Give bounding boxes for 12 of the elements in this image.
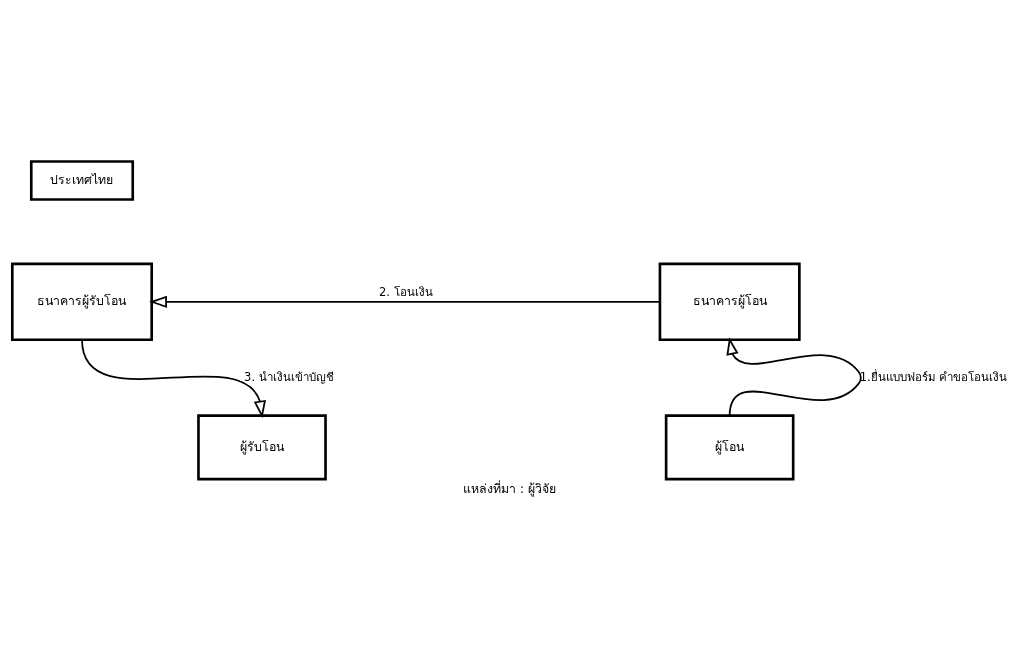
edge-label: 1.ยื่นแบบฟอร์ม คำขอโอนเงิน [859, 369, 1008, 384]
caption: แหล่งที่มา : ผู้วิจัย [462, 481, 557, 496]
arrow [149, 295, 661, 308]
node-box: ธนาคารผู้โอน [658, 262, 801, 342]
arrow [81, 338, 266, 419]
edge-label: 2. โอนเงิน [379, 285, 433, 299]
node-box: ผู้โอน [664, 414, 795, 481]
edge-label: 3. นำเงินเข้าบัญชี [244, 369, 334, 384]
arrow [726, 337, 862, 417]
node-box: ธนาคารผู้รับโอน [10, 262, 154, 342]
node-box: ประเทศไทย [29, 160, 135, 201]
node-box: ผู้รับโอน [197, 414, 327, 481]
